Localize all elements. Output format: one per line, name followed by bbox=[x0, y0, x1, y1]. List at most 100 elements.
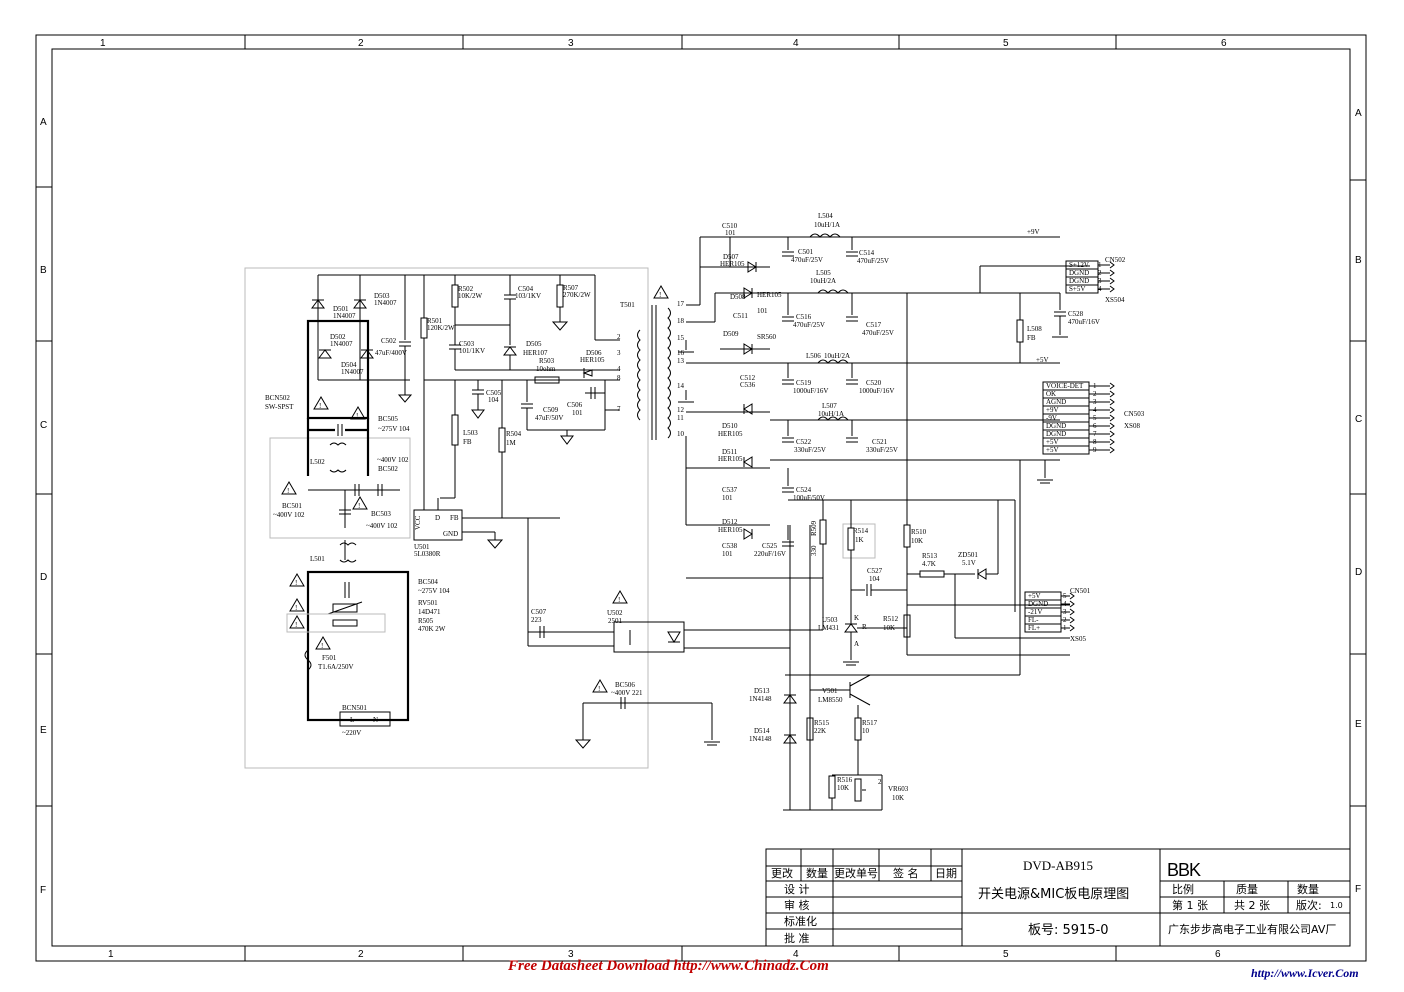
d512-val: HER105 bbox=[718, 526, 743, 534]
l503-val: FB bbox=[463, 438, 472, 446]
tb-quality: 质量 bbox=[1236, 883, 1258, 896]
footer-datasheet-link[interactable]: Free Datasheet Download http://www.China… bbox=[507, 958, 829, 974]
svg-text:!: ! bbox=[287, 487, 289, 495]
u502-ref: U502 bbox=[607, 609, 623, 617]
u502-box bbox=[613, 621, 685, 653]
v501-ref: V501 bbox=[822, 687, 838, 695]
l508-ref: L508 bbox=[1027, 325, 1042, 333]
svg-text:!: ! bbox=[295, 621, 297, 629]
d502-ref: D502 bbox=[330, 333, 346, 341]
t501-pin18: 18 bbox=[677, 317, 685, 325]
tb-quantity: 数量 bbox=[1297, 883, 1319, 896]
brand-logo: BBK bbox=[1167, 860, 1201, 880]
d503-ref: D503 bbox=[374, 292, 390, 300]
col-5-top: 5 bbox=[1003, 38, 1009, 49]
l502-ref: L502 bbox=[310, 458, 325, 466]
u502-val: 2501 bbox=[608, 617, 623, 625]
c502-val: 47uF/400V bbox=[375, 349, 407, 357]
warning-icon: ! bbox=[592, 679, 608, 693]
warning-icon: ! bbox=[289, 598, 305, 612]
c522-ref: C522 bbox=[796, 438, 812, 446]
r517-val: 10 bbox=[862, 727, 870, 735]
c528-val: 470uF/16V bbox=[1068, 318, 1100, 326]
zd501-ref: ZD501 bbox=[958, 551, 978, 559]
cn503-pin-name: -9V bbox=[1046, 414, 1057, 422]
r513-val: 4.7K bbox=[922, 560, 936, 568]
tb-version: 1.0 bbox=[1330, 901, 1343, 910]
col-4-top: 4 bbox=[793, 38, 799, 49]
transformer-t501: T501 2 3 4 8 7 17 18 15 16 13 14 12 11 1… bbox=[617, 300, 694, 440]
d510-ref: D510 bbox=[722, 422, 738, 430]
c521-ref: C521 bbox=[872, 438, 888, 446]
cn502-pin-name: S+12V bbox=[1069, 261, 1089, 269]
c505-ref: C505 bbox=[486, 389, 502, 397]
r517-ref: R517 bbox=[862, 719, 878, 727]
c510-val: 101 bbox=[725, 229, 736, 237]
d503-val: 1N4007 bbox=[374, 299, 397, 307]
bc503-ref: BC503 bbox=[371, 510, 391, 518]
c506-val: 101 bbox=[572, 409, 583, 417]
l508-val: FB bbox=[1027, 334, 1036, 342]
col-1-bottom: 1 bbox=[108, 949, 114, 960]
warning-icon: ! bbox=[315, 636, 331, 650]
c504-val: 103/1KV bbox=[515, 292, 541, 300]
cn502-ref: CN502 bbox=[1105, 256, 1126, 264]
t501-pin16: 16 bbox=[677, 349, 685, 357]
d509-ref: D509 bbox=[723, 330, 739, 338]
cn502-pin-name: DGND bbox=[1069, 277, 1089, 285]
u503-a: A bbox=[854, 640, 859, 648]
row-f-right: F bbox=[1355, 884, 1361, 895]
c522-val: 330uF/25V bbox=[794, 446, 826, 454]
c507-ref: C507 bbox=[531, 608, 547, 616]
primary-side: D501 1N4007 D503 1N4007 D502 1N4007 D504… bbox=[244, 267, 720, 769]
vr603-val: 10K bbox=[892, 794, 904, 802]
c527-val: 104 bbox=[869, 575, 880, 583]
d508-ref: D508 bbox=[730, 293, 746, 301]
d512-ref: D512 bbox=[722, 518, 738, 526]
u501-vcc: VCC bbox=[414, 515, 422, 530]
bc506-ref: BC506 bbox=[615, 681, 635, 689]
u501-gnd: GND bbox=[443, 530, 458, 538]
bcn501-ref: BCN501 bbox=[342, 704, 367, 712]
svg-text:!: ! bbox=[618, 596, 620, 604]
d506-val: HER105 bbox=[580, 356, 605, 364]
row-b-left: B bbox=[40, 265, 47, 276]
connector-cn502: CN502 XS504 bbox=[1105, 256, 1126, 304]
d505-ref: D505 bbox=[526, 340, 542, 348]
t501-pin13: 13 bbox=[677, 357, 685, 365]
c520-val: 1000uF/16V bbox=[859, 387, 894, 395]
c524-ref: C524 bbox=[796, 486, 812, 494]
r504-val: 1M bbox=[506, 439, 517, 447]
d502-val: 1N4007 bbox=[330, 340, 353, 348]
bc503-val: ~400V 102 bbox=[366, 522, 398, 530]
row-d-left: D bbox=[40, 572, 47, 583]
svg-text:!: ! bbox=[358, 502, 360, 510]
bcn502-val: SW-SPST bbox=[265, 403, 294, 411]
r505-val: 470K 2W bbox=[418, 625, 446, 633]
d504-ref: D504 bbox=[341, 361, 357, 369]
footer-icver-link[interactable]: http://www.Icver.Com bbox=[1251, 966, 1359, 980]
t501-pin15: 15 bbox=[677, 334, 685, 342]
plus5v-net: +5V bbox=[1036, 356, 1049, 364]
cn501-ref: CN501 bbox=[1070, 587, 1091, 595]
bc501-ref: BC501 bbox=[282, 502, 302, 510]
c528-ref: C528 bbox=[1068, 310, 1084, 318]
tb-hdr-change: 更改 bbox=[771, 866, 793, 880]
d510-val: HER105 bbox=[718, 430, 743, 438]
col-2-top: 2 bbox=[358, 38, 364, 49]
svg-text:!: ! bbox=[295, 579, 297, 587]
warning-icon: ! bbox=[289, 615, 305, 629]
tb-company: 广东步步高电子工业有限公司AV厂 bbox=[1168, 922, 1336, 936]
c509-val: 47uF/50V bbox=[535, 414, 563, 422]
svg-text:!: ! bbox=[356, 412, 358, 420]
row-c-left: C bbox=[40, 420, 47, 431]
d509-val: SR560 bbox=[757, 333, 777, 341]
u501-val: 5L0380R bbox=[414, 550, 441, 558]
warning-icon: ! bbox=[653, 285, 669, 299]
l501-ref: L501 bbox=[310, 555, 325, 563]
t501-ref: T501 bbox=[620, 301, 635, 309]
